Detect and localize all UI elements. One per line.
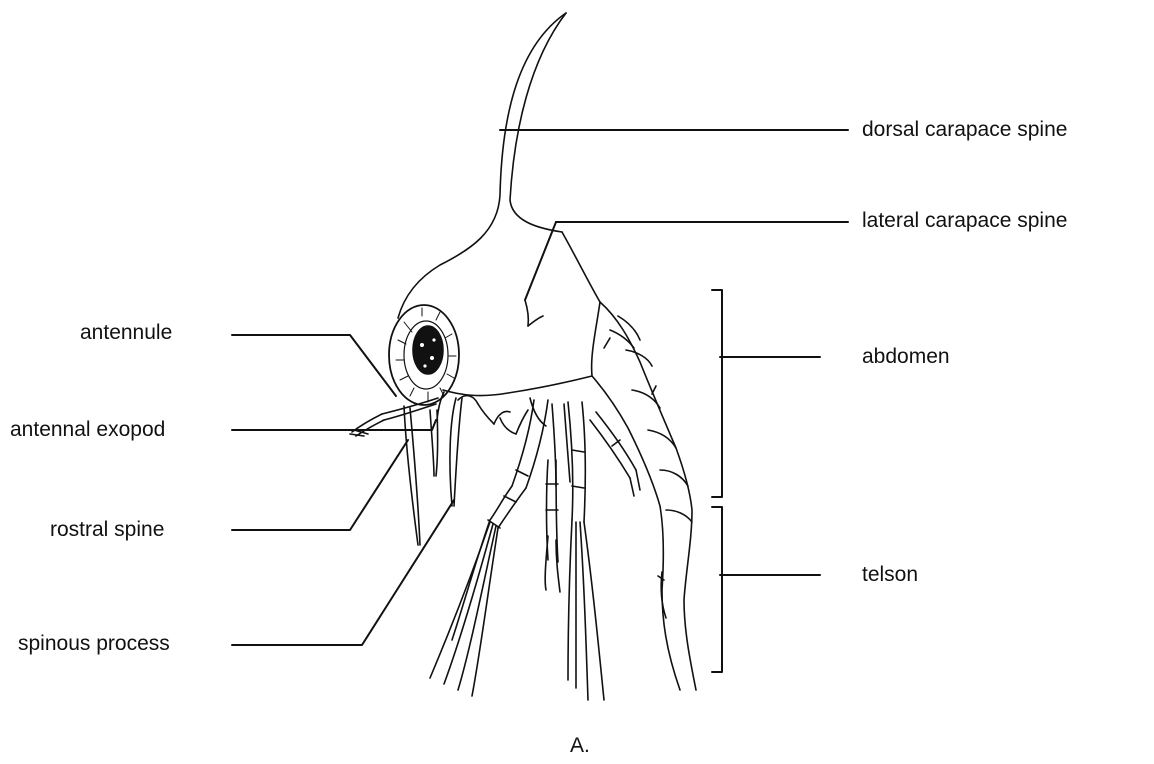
label-telson: telson xyxy=(862,563,918,587)
label-rostral-spine: rostral spine xyxy=(50,518,164,542)
spinous-process-drawing xyxy=(450,396,478,506)
lateral-spine-mark xyxy=(525,300,543,326)
mouthparts xyxy=(478,398,546,434)
abdomen-drawing xyxy=(592,302,696,690)
appendage-middle xyxy=(545,404,570,592)
eye xyxy=(389,305,459,405)
figure-caption: A. xyxy=(570,734,590,758)
label-spinous-process: spinous process xyxy=(18,632,170,656)
label-lateral-carapace-spine: lateral carapace spine xyxy=(862,209,1067,233)
abdomen-bracket xyxy=(712,290,722,497)
appendage-far-right xyxy=(590,412,640,496)
label-abdomen: abdomen xyxy=(862,345,950,369)
telson-bracket xyxy=(712,507,722,672)
label-antennule: antennule xyxy=(80,321,172,345)
appendage-left xyxy=(430,400,548,696)
label-dorsal-carapace-spine: dorsal carapace spine xyxy=(862,118,1067,142)
telson-drawing xyxy=(658,572,666,618)
appendage-right xyxy=(568,402,604,700)
label-antennal-exopod: antennal exopod xyxy=(10,418,165,442)
